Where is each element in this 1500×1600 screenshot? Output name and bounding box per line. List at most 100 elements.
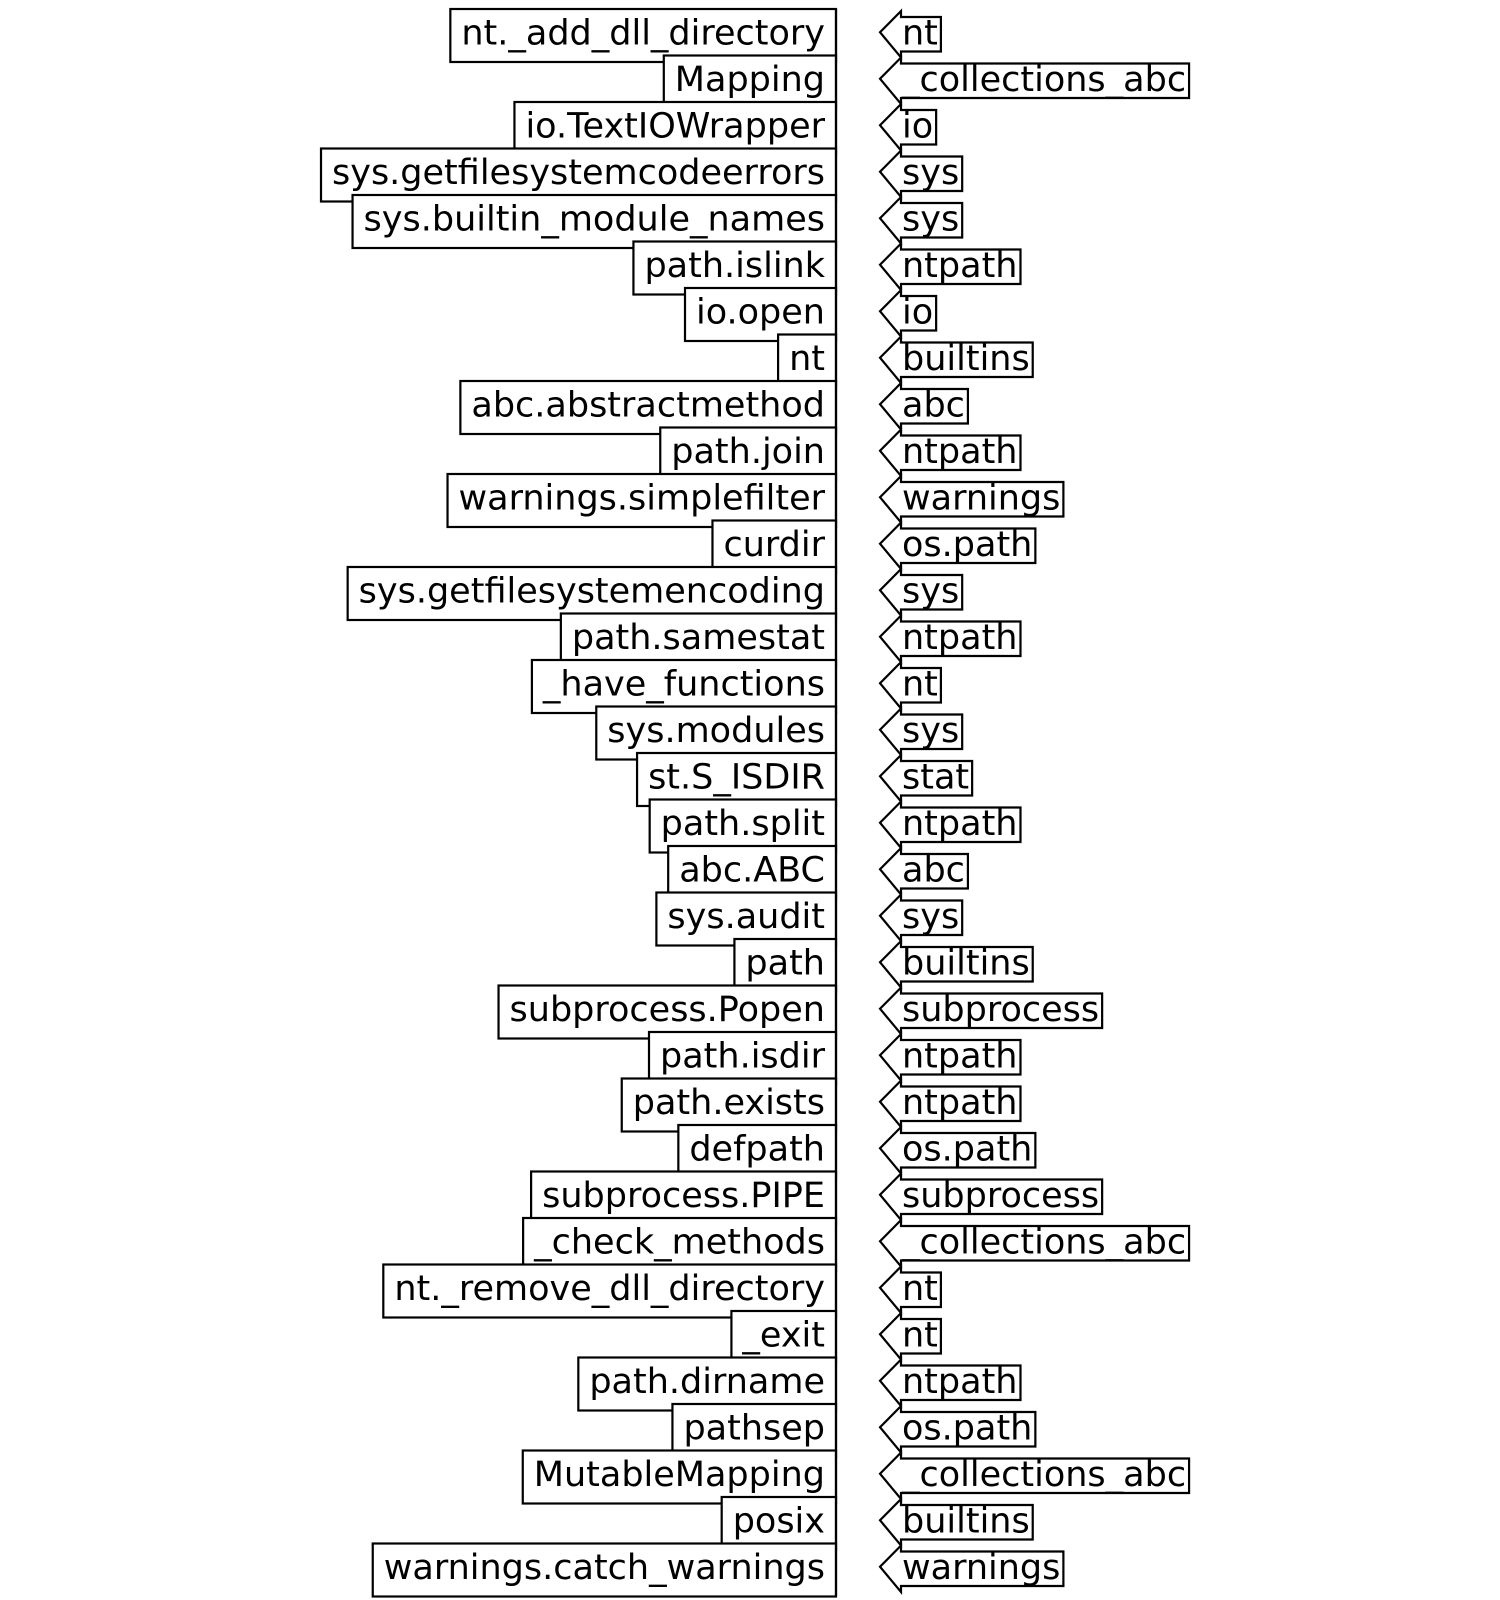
mapping-row: path.join ntpath [659,426,1022,482]
mapping-row: path.exists ntpath [620,1077,1022,1133]
name-box [647,1030,838,1087]
module-label: sys [902,711,959,751]
name-label: sys.audit [667,897,825,937]
name-box [351,193,838,250]
module-label: abc [902,850,965,890]
module-label: subprocess [902,1176,1099,1216]
name-label: abc.abstractmethod [471,385,825,425]
name-label: path.samestat [572,618,825,658]
module-label: nt [902,1315,938,1355]
name-label: path.isdir [660,1036,826,1076]
name-label: st.S_ISDIR [648,757,825,797]
name-box [683,286,838,343]
name-label: _check_methods [533,1222,825,1262]
name-box [446,472,838,529]
name-label: MutableMapping [534,1455,825,1495]
module-label: _collections_abc [901,1455,1186,1495]
name-box [522,1216,838,1273]
module-label: builtins [902,339,1030,379]
name-label: subprocess.PIPE [542,1176,825,1216]
mapping-row: sys.builtin_module_names sys [351,193,964,250]
name-box [720,1495,838,1552]
name-label: posix [733,1501,825,1541]
name-label: path [745,943,825,983]
mapping-row: io.open io [683,286,938,343]
name-box [449,7,838,64]
name-box [671,1402,838,1459]
name-label: sys.builtin_module_names [364,199,825,239]
name-box [577,1356,838,1412]
name-label: nt._add_dll_directory [461,13,825,53]
name-box [632,240,838,296]
name-box [711,519,838,575]
module-label: nt [902,1269,938,1309]
name-label: _exit [741,1315,825,1355]
module-arrow-box [878,1542,1065,1596]
module-label: warnings [902,478,1060,518]
mapping-row: abc.ABC abc [667,844,970,901]
name-label: sys.getfilesystemencoding [359,571,825,611]
name-label: sys.modules [607,711,825,751]
name-box [559,612,838,668]
module-label: ntpath [902,432,1017,472]
mapping-row: abc.abstractmethod abc [459,379,970,436]
module-label: abc [902,385,965,425]
name-box [620,1077,838,1133]
name-label: io.open [696,292,825,332]
mapping-row: sys.getfilesystemencoding sys [346,565,964,622]
mapping-row: nt builtins [776,333,1034,389]
mapping-row: path.islink ntpath [632,240,1022,296]
module-label: io [902,106,933,146]
mapping-row: subprocess.PIPE subprocess [529,1170,1104,1226]
name-label: pathsep [683,1408,825,1448]
name-box [667,844,838,901]
module-label: _collections_abc [901,1222,1186,1262]
mapping-row: warnings.catch_warnings warnings [371,1542,1065,1598]
mapping-row: MutableMapping _collections_abc [521,1449,1191,1505]
module-label: ntpath [902,246,1017,286]
name-label: path.join [671,432,825,472]
name-box [459,379,838,436]
mapping-row: defpath os.path [677,1123,1037,1180]
module-label: ntpath [902,1083,1017,1123]
name-label: io.TextIOWrapper [525,106,825,146]
mapping-row: _exit nt [730,1309,943,1366]
mapping-row: path.samestat ntpath [559,612,1022,668]
name-box [371,1542,838,1598]
name-label: path.islink [644,246,825,286]
module-label: io [902,292,933,332]
module-label: ntpath [902,804,1017,844]
module-label: warnings [902,1548,1060,1588]
name-label: abc.ABC [679,850,825,890]
module-label: sys [902,199,959,239]
name-label: warnings.catch_warnings [384,1548,825,1588]
name-label: path.split [661,804,825,844]
name-label: defpath [689,1129,825,1169]
module-label: sys [902,897,959,937]
module-label: os.path [902,1129,1032,1169]
module-label: os.path [902,525,1032,565]
module-label: os.path [902,1408,1032,1448]
name-label: sys.getfilesystemcodeerrors [332,153,825,193]
name-box [659,426,838,482]
name-label: path.exists [633,1083,825,1123]
module-label: ntpath [902,618,1017,658]
name-label: Mapping [675,60,825,100]
name-label: curdir [723,525,825,565]
mapping-row: curdir os.path [711,519,1037,575]
mapping-row: sys.audit sys [655,891,964,947]
name-label: subprocess.Popen [510,990,825,1030]
module-label: ntpath [902,1036,1017,1076]
module-label: ntpath [902,1362,1017,1402]
module-label: sys [902,571,959,611]
mapping-row: path.isdir ntpath [647,1030,1022,1087]
module-label: stat [902,757,969,797]
module-label: _collections_abc [901,60,1186,100]
mapping-row: io.TextIOWrapper io [513,100,938,157]
name-label: nt [789,339,825,379]
